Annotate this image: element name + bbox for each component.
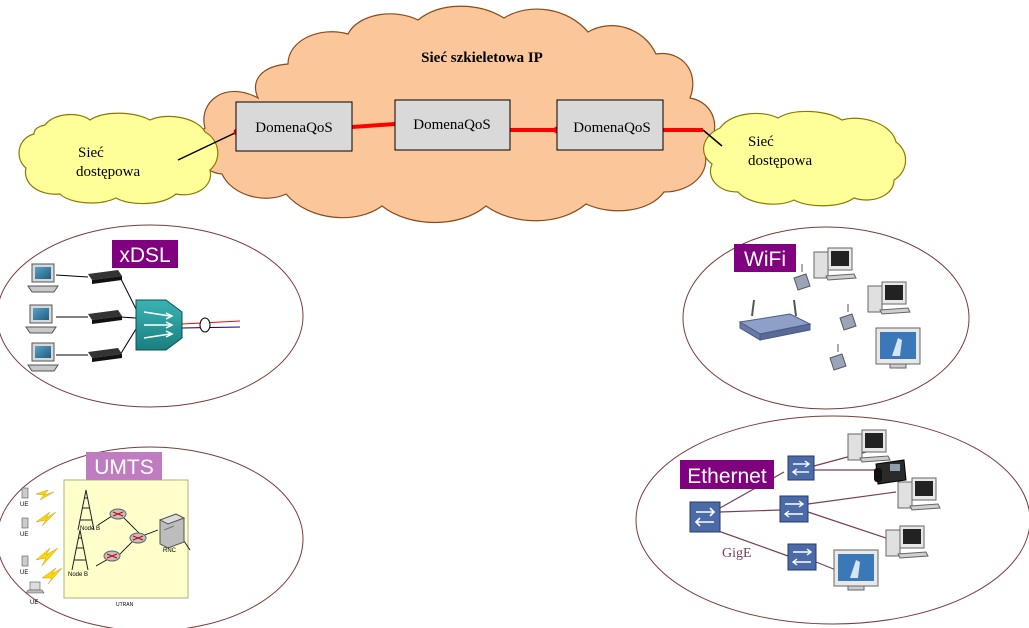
- utran-label: UTRAN: [116, 602, 134, 608]
- access-cloud-left: Sieć dostępowa: [18, 112, 219, 205]
- wifi-network: WiFi: [682, 226, 970, 410]
- umts-ellipse: [0, 446, 304, 628]
- wireless-router-icon: [738, 299, 812, 341]
- wifi-badge: [734, 244, 796, 272]
- modem-icon: [88, 270, 122, 284]
- access-left-line1: Sieć: [78, 145, 104, 161]
- access-cloud-right-shape: [703, 110, 907, 207]
- access-right-line2: dostępowa: [748, 153, 812, 169]
- desktop-computer-icon: [813, 247, 857, 281]
- ue-label: UE: [30, 600, 38, 606]
- xdsl-links: [55, 274, 241, 356]
- ethernet-label: Ethernet: [687, 465, 767, 488]
- laptop-icon: [25, 581, 45, 594]
- link-left-access: [177, 131, 238, 161]
- access-point-icon: [793, 264, 811, 291]
- node-b-tower-icon: [77, 489, 95, 531]
- access-right-line1: Sieć: [748, 134, 774, 150]
- node-b-label: Node B: [68, 572, 88, 578]
- link-domain1-domain2: [351, 122, 396, 129]
- computer-icon: [27, 263, 59, 293]
- wifi-ellipse: [682, 226, 970, 410]
- router-icon: [103, 550, 121, 562]
- desktop-computer-icon: [885, 525, 929, 559]
- qos-domain-box: [235, 101, 353, 152]
- gige-label: GigE: [722, 546, 752, 561]
- qos-domain-box: [394, 99, 511, 151]
- xdsl-network: xDSL: [0, 224, 304, 408]
- dslam-icon: [135, 299, 211, 351]
- qos-domain-label: DomenaQoS: [573, 120, 651, 136]
- modem-icon: [88, 348, 122, 362]
- qos-domain-3: DomenaQoS: [556, 99, 664, 151]
- access-left-line2: dostępowa: [76, 164, 140, 180]
- xdsl-label: xDSL: [119, 244, 170, 267]
- wifi-label: WiFi: [744, 248, 786, 271]
- modem-icon: [88, 310, 122, 324]
- computer-icon: [25, 304, 57, 334]
- node-b-tower-icon: [71, 529, 89, 571]
- ue-label: UE: [20, 502, 28, 508]
- switch-icon: [779, 495, 809, 523]
- ue-label: UE: [20, 570, 28, 576]
- access-cloud-left-shape: [18, 112, 219, 205]
- phone-icon: [21, 487, 29, 499]
- qos-domain-box: [556, 99, 664, 151]
- backbone-title: Sieć szkieletowa IP: [421, 50, 543, 66]
- access-point-icon: [829, 344, 847, 371]
- phone-icon: [21, 555, 29, 567]
- qos-domain-label: DomenaQoS: [255, 120, 333, 136]
- desktop-computer-icon: [867, 281, 911, 315]
- qos-domain-label: DomenaQoS: [413, 117, 491, 133]
- switch-icon: [787, 543, 817, 571]
- node-b-label: Node B: [80, 526, 100, 532]
- rnc-label: RNC: [163, 548, 177, 554]
- phone-icon: [21, 517, 29, 529]
- ue-label: UE: [20, 532, 28, 538]
- umts-badge: [86, 452, 162, 480]
- rnc-server-icon: [158, 513, 186, 549]
- router-icon: [109, 508, 127, 520]
- monitor-icon: [833, 549, 879, 591]
- qos-domain-1: DomenaQoS: [235, 101, 353, 152]
- switch-icon: [787, 455, 815, 481]
- ethernet-ellipse: [635, 415, 1029, 625]
- access-cloud-right: Sieć dostępowa: [703, 110, 907, 207]
- radio-link-icon: [35, 489, 63, 585]
- umts-label: UMTS: [94, 456, 154, 479]
- ip-phone-icon: [874, 459, 907, 485]
- ethernet-badge: [680, 460, 774, 489]
- desktop-computer-icon: [847, 429, 891, 463]
- xdsl-badge: [112, 240, 178, 268]
- umts-network: UMTS UE UE UE UE: [0, 446, 304, 628]
- monitor-icon: [875, 327, 921, 369]
- link-right-access: [702, 129, 723, 147]
- qos-domain-2: DomenaQoS: [394, 99, 511, 151]
- desktop-computer-icon: [897, 477, 941, 511]
- access-point-icon: [839, 304, 857, 331]
- xdsl-ellipse: [0, 224, 304, 408]
- ethernet-network: Ethernet: [635, 415, 1029, 625]
- computer-icon: [27, 342, 59, 372]
- switch-icon: [689, 501, 721, 533]
- router-icon: [129, 532, 147, 544]
